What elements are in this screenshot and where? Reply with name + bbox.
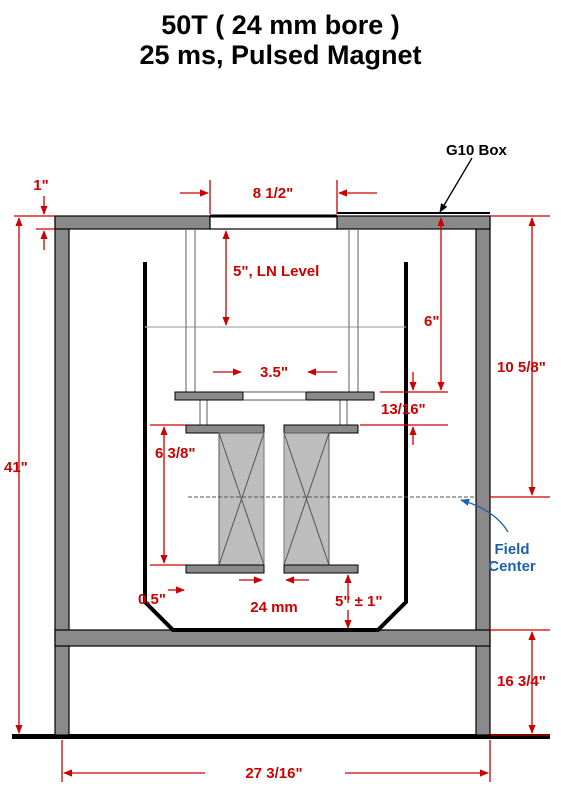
coil-top-plate-left bbox=[185, 424, 265, 434]
upper-flange-right bbox=[305, 391, 375, 401]
box-left-wall bbox=[54, 217, 70, 736]
field-center-arrow bbox=[460, 498, 509, 533]
dim-bottom-flange: 0.5" bbox=[138, 591, 166, 608]
dim-flange-gap: 3.5" bbox=[260, 364, 288, 381]
dim-wall-thickness: 1" bbox=[33, 177, 48, 194]
dim-top-opening: 8 1/2" bbox=[253, 185, 293, 202]
dim-bore: 24 mm bbox=[250, 599, 298, 616]
coil-bottom-plate-left bbox=[185, 564, 265, 574]
dewar bbox=[143, 262, 408, 632]
ground-line bbox=[12, 734, 550, 739]
g10-box-arrow bbox=[439, 157, 473, 213]
dim-clearance: 5" ± 1" bbox=[335, 593, 382, 610]
dim-coil-height: 6 3/8" bbox=[155, 445, 195, 462]
diagram-title-line1: 50T ( 24 mm bore ) bbox=[161, 10, 400, 40]
dim-top-to-center: 10 5/8" bbox=[497, 359, 546, 376]
dim-total-height: 41" bbox=[4, 459, 28, 476]
dim-width: 27 3/16" bbox=[245, 765, 302, 782]
box-shelf bbox=[54, 629, 491, 647]
g10-box-label: G10 Box bbox=[446, 142, 508, 159]
dim-ln-level: 5", LN Level bbox=[233, 263, 319, 280]
coil-top-plate-right bbox=[283, 424, 359, 434]
field-center-label-line2: Center bbox=[488, 558, 536, 575]
coil-bottom-plate-right bbox=[283, 564, 359, 574]
field-center-label-line1: Field bbox=[494, 541, 529, 558]
support-rods bbox=[185, 229, 359, 425]
dim-to-flange: 6" bbox=[424, 313, 439, 330]
box-top-left bbox=[54, 215, 211, 230]
box-top-right bbox=[336, 215, 491, 230]
diagram-title-line2: 25 ms, Pulsed Magnet bbox=[139, 40, 422, 70]
dim-flange-spacing: 13/16" bbox=[381, 401, 426, 418]
dim-shelf-height: 16 3/4" bbox=[497, 673, 546, 690]
upper-flange-left bbox=[174, 391, 244, 401]
box-right-wall bbox=[475, 217, 491, 736]
top-opening bbox=[209, 215, 338, 230]
